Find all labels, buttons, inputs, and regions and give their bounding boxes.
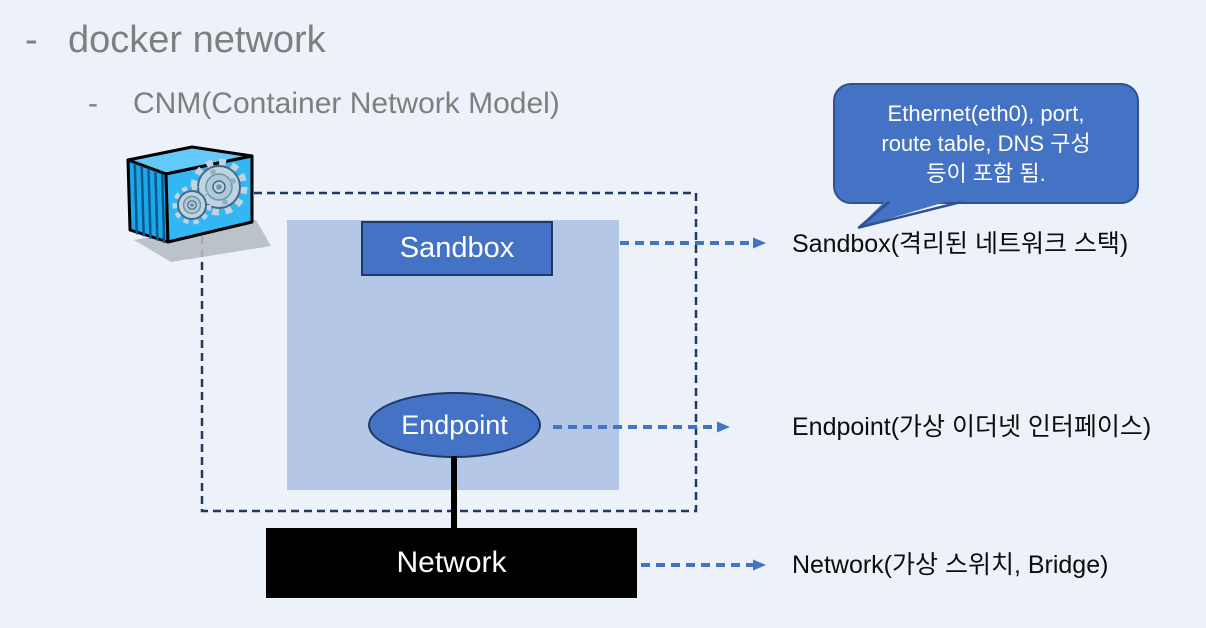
sandbox-annotation: Sandbox(격리된 네트워크 스택) — [792, 230, 1129, 258]
sandbox-node-label: Sandbox — [399, 232, 515, 264]
sandbox-node: Sandbox — [361, 221, 553, 276]
endpoint-annotation: Endpoint(가상 이더넷 인터페이스) — [792, 413, 1152, 441]
callout-tail-edge — [857, 200, 962, 229]
subheading-cnm: - CNM(Container Network Model) — [88, 86, 560, 122]
endpoint-node-label: Endpoint — [401, 409, 508, 440]
docker-container-icon — [126, 145, 271, 262]
callout-line-1: Ethernet(eth0), port, — [887, 100, 1085, 126]
endpoint-node: Endpoint — [368, 392, 541, 458]
subheading-title: CNM(Container Network Model) — [133, 87, 560, 120]
heading-title: docker network — [68, 19, 326, 61]
bullet-dash: - — [25, 19, 38, 61]
network-annotation: Network(가상 스위치, Bridge) — [792, 551, 1109, 579]
bullet-dash: - — [88, 87, 98, 120]
gear-small-icon — [172, 185, 212, 225]
callout-line-3: 등이 포함 됨. — [926, 160, 1046, 186]
callout-bubble: Ethernet(eth0), port, route table, DNS 구… — [833, 83, 1139, 204]
heading-docker-network: - docker network — [25, 18, 326, 62]
network-node: Network — [266, 528, 637, 598]
callout-line-2: route table, DNS 구성 — [881, 130, 1091, 156]
network-node-label: Network — [396, 546, 507, 579]
